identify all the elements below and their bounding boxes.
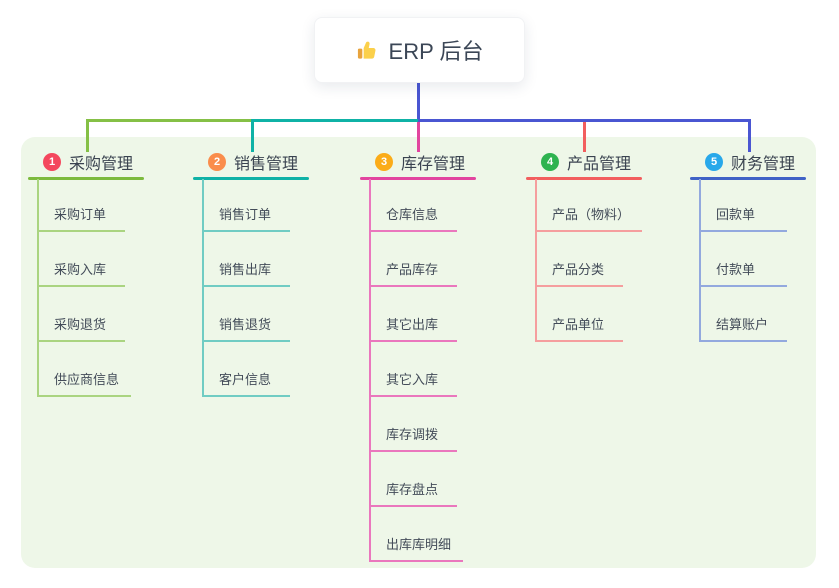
child-node[interactable]: 采购退货	[37, 306, 125, 342]
child-label: 销售订单	[219, 207, 272, 222]
child-label: 其它入库	[386, 372, 439, 387]
child-label: 采购入库	[54, 262, 107, 277]
child-node[interactable]: 采购入库	[37, 251, 125, 287]
branch-finance: 5 财务管理 回款单 付款单 结算账户	[690, 148, 806, 342]
branch-purchase: 1 采购管理 采购订单 采购入库 采购退货 供应商信息	[28, 148, 144, 397]
child-label: 产品（物料）	[552, 207, 631, 222]
child-node[interactable]: 采购订单	[37, 196, 125, 232]
child-label: 库存调拨	[386, 427, 439, 442]
child-label: 结算账户	[716, 317, 769, 332]
child-node[interactable]: 产品单位	[535, 306, 623, 342]
child-node[interactable]: 产品（物料）	[535, 196, 643, 232]
child-node[interactable]: 回款单	[699, 196, 787, 232]
background-panel	[21, 137, 816, 568]
child-node[interactable]: 库存盘点	[369, 471, 457, 507]
branch-sales: 2 销售管理 销售订单 销售出库 销售退货 客户信息	[193, 148, 309, 397]
connector-drop-inventory	[417, 122, 420, 152]
child-node[interactable]: 客户信息	[202, 361, 290, 397]
branch-number-badge: 3	[375, 153, 393, 171]
child-label: 供应商信息	[54, 372, 120, 387]
child-node[interactable]: 销售出库	[202, 251, 290, 287]
branch-product: 4 产品管理 产品（物料） 产品分类 产品单位	[526, 148, 643, 342]
branch-spine	[202, 179, 204, 397]
child-label: 销售出库	[219, 262, 272, 277]
branch-label: 库存管理	[401, 156, 466, 173]
branch-label: 产品管理	[567, 156, 632, 173]
child-node[interactable]: 产品分类	[535, 251, 623, 287]
child-node[interactable]: 付款单	[699, 251, 787, 287]
connector-drop-purchase	[86, 119, 89, 152]
branch-label: 销售管理	[234, 156, 299, 173]
branch-number-badge: 4	[541, 153, 559, 171]
connector-drop-sales	[251, 119, 254, 152]
branch-number-badge: 1	[43, 153, 61, 171]
child-label: 采购订单	[54, 207, 107, 222]
branch-underline	[360, 177, 476, 180]
branch-spine	[699, 179, 701, 342]
root-node[interactable]: ERP 后台	[314, 17, 525, 83]
child-label: 库存盘点	[386, 482, 439, 497]
child-label: 产品分类	[552, 262, 605, 277]
child-label: 采购退货	[54, 317, 107, 332]
connector-trunk-teal	[251, 119, 421, 122]
child-label: 产品单位	[552, 317, 605, 332]
branch-node-sales[interactable]: 2 销售管理	[193, 148, 309, 176]
child-node[interactable]: 仓库信息	[369, 196, 457, 232]
branch-spine	[369, 179, 371, 562]
connector-drop-product	[583, 122, 586, 152]
branch-underline	[690, 177, 806, 180]
child-label: 销售退货	[219, 317, 272, 332]
branch-node-purchase[interactable]: 1 采购管理	[28, 148, 144, 176]
thumbs-up-icon	[356, 39, 379, 62]
child-label: 出库库明细	[386, 537, 452, 552]
branch-spine	[37, 179, 39, 397]
child-node[interactable]: 供应商信息	[37, 361, 132, 397]
branch-underline	[526, 177, 642, 180]
branch-number-badge: 5	[705, 153, 723, 171]
connector-trunk-blue	[418, 119, 751, 122]
branch-underline	[28, 177, 144, 180]
root-title: ERP 后台	[388, 39, 484, 64]
branch-node-product[interactable]: 4 产品管理	[526, 148, 642, 176]
connector-trunk-green	[86, 119, 254, 122]
child-node[interactable]: 销售订单	[202, 196, 290, 232]
branch-inventory: 3 库存管理 仓库信息 产品库存 其它出库 其它入库 库存调拨 库存盘点 出库库…	[360, 148, 476, 562]
child-label: 其它出库	[386, 317, 439, 332]
branch-spine	[535, 179, 537, 342]
child-label: 产品库存	[386, 262, 439, 277]
child-label: 仓库信息	[386, 207, 439, 222]
branch-node-finance[interactable]: 5 财务管理	[690, 148, 806, 176]
branch-node-inventory[interactable]: 3 库存管理	[360, 148, 476, 176]
child-node[interactable]: 库存调拨	[369, 416, 457, 452]
child-node[interactable]: 出库库明细	[369, 526, 464, 562]
child-node[interactable]: 产品库存	[369, 251, 457, 287]
branch-underline	[193, 177, 309, 180]
child-label: 付款单	[716, 262, 756, 277]
branch-label: 采购管理	[69, 156, 134, 173]
child-node[interactable]: 其它出库	[369, 306, 457, 342]
child-node[interactable]: 结算账户	[699, 306, 787, 342]
child-node[interactable]: 其它入库	[369, 361, 457, 397]
connector-drop-finance	[748, 119, 751, 152]
child-label: 回款单	[716, 207, 756, 222]
connector-root-stub	[417, 83, 420, 122]
branch-number-badge: 2	[208, 153, 226, 171]
branch-label: 财务管理	[731, 156, 796, 173]
child-label: 客户信息	[219, 372, 272, 387]
child-node[interactable]: 销售退货	[202, 306, 290, 342]
